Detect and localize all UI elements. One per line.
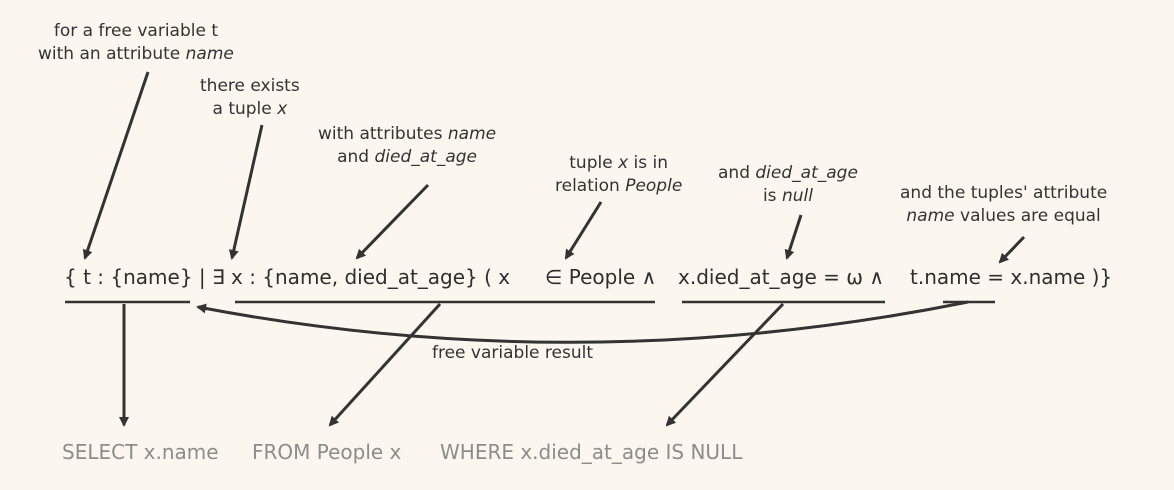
expression-part-free-variable: { t : {name} | (64, 265, 206, 289)
annotation-free-variable: for a free variable t with an attribute … (38, 20, 234, 66)
annotation-with-attrs: with attributes name and died_at_age (318, 123, 496, 169)
annotation-free-variable-line2: with an attribute name (38, 44, 234, 64)
arrow-is-null (784, 214, 803, 260)
free-variable-result-label: free variable result (432, 343, 594, 363)
expression-part-equal: t.name = x.name )} (910, 265, 1113, 289)
annotation-with-attrs-line2: and died_at_age (337, 147, 477, 167)
annotation-free-variable-line1: for a free variable t (53, 21, 219, 41)
expression-part-in-people: ∈ People ∧ (545, 265, 657, 289)
annotation-equal-line1: and the tuples' attribute (900, 183, 1108, 203)
annotation-in-relation-line1: tuple x is in (569, 153, 669, 173)
arrow-equal (998, 235, 1026, 264)
arrow-with-attrs (355, 183, 430, 260)
sql-where: WHERE x.died_at_age IS NULL (440, 440, 743, 464)
annotation-in-relation: tuple x is in relation People (555, 152, 682, 198)
arrow-exists (228, 124, 264, 260)
annotation-is-null-line1: and died_at_age (718, 163, 858, 183)
annotation-equal-line2: name values are equal (906, 206, 1101, 226)
expression-part-is-null: x.died_at_age = ω ∧ (678, 265, 885, 289)
annotation-equal: and the tuples' attribute name values ar… (900, 182, 1107, 228)
sql-select: SELECT x.name (62, 440, 219, 464)
sql-from: FROM People x (252, 440, 402, 464)
arrow-to-where (665, 302, 785, 427)
arrow-free-variable (82, 71, 150, 260)
annotation-exists-line2: a tuple x (212, 99, 288, 119)
annotation-exists-line1: there exists (200, 76, 300, 96)
arrow-in-relation (564, 201, 603, 260)
arrow-to-from (328, 302, 442, 427)
annotation-with-attrs-line1: with attributes name (318, 124, 497, 144)
arrow-free-variable-result (196, 300, 969, 344)
annotation-in-relation-line2: relation People (555, 176, 683, 196)
annotation-is-null: and died_at_age is null (718, 162, 858, 208)
annotation-is-null-line2: is null (762, 186, 813, 206)
expression-part-exists: ∃ x : {name, died_at_age} ( x (212, 265, 511, 289)
annotation-exists: there exists a tuple x (200, 75, 300, 121)
